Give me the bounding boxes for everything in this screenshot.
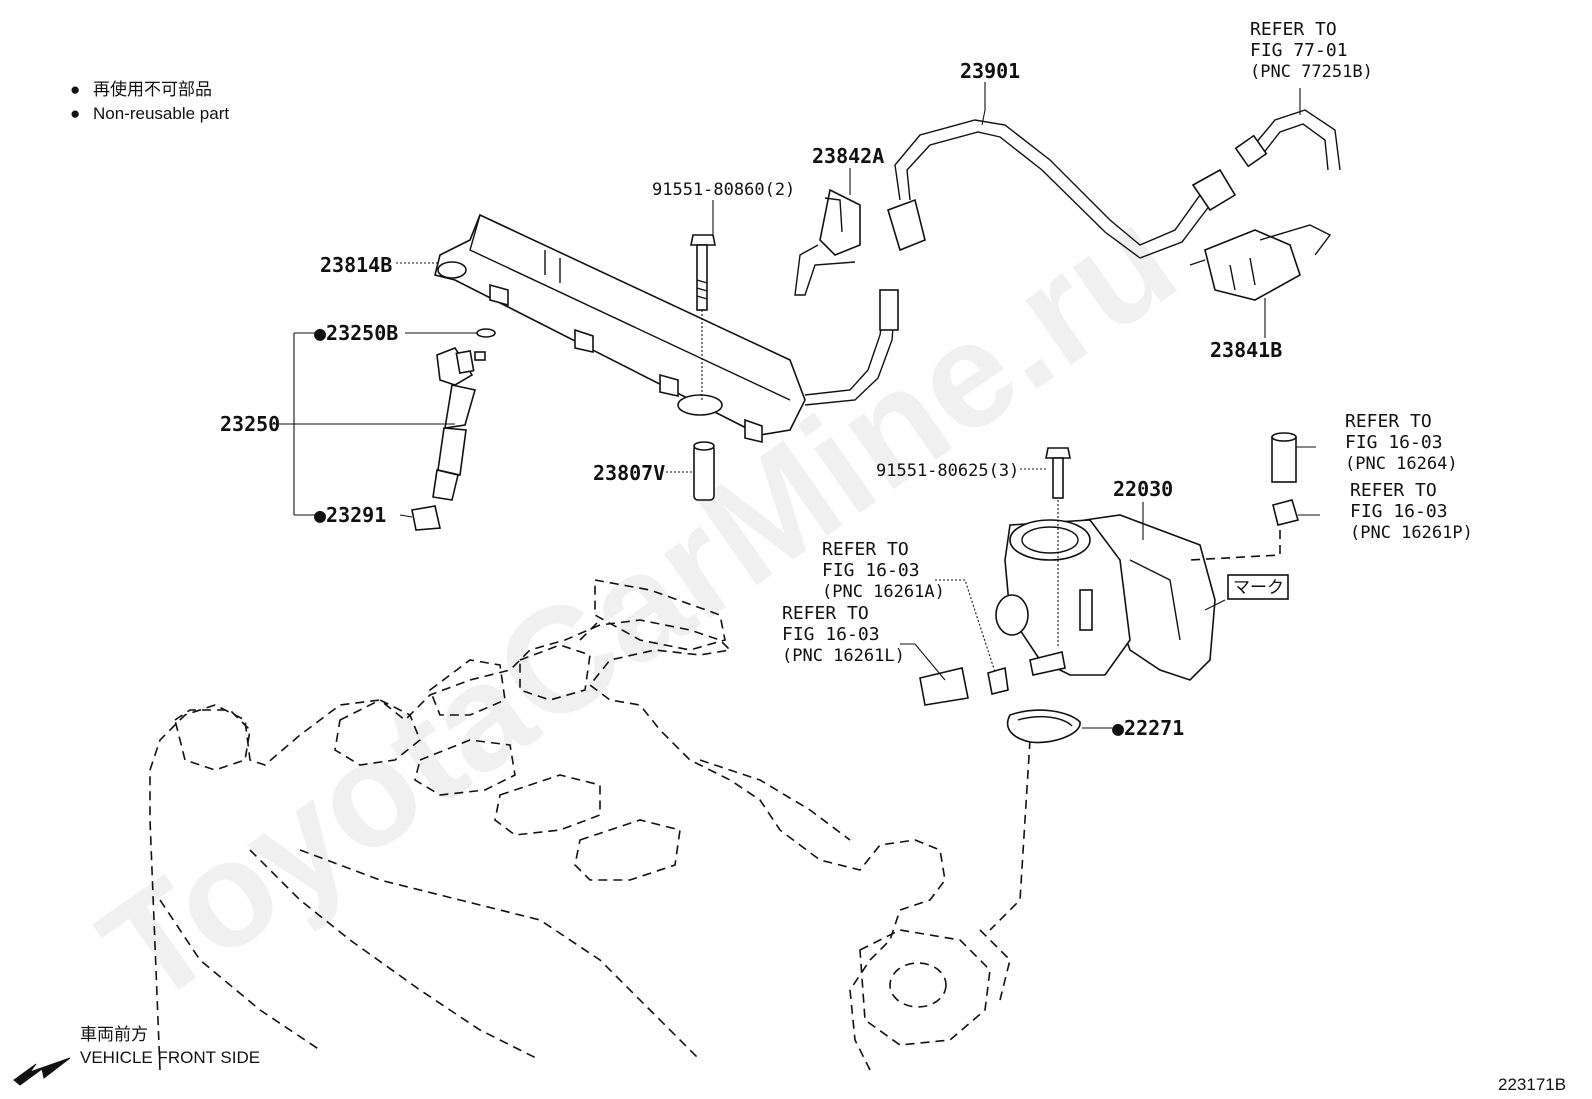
ref-77-line2: FIG 77-01 [1250, 40, 1348, 61]
legend-bullet-en: ● [70, 104, 80, 123]
legend-bullet-jp: ● [70, 80, 80, 99]
mark-box [1227, 574, 1289, 600]
figure-id: 223171B [1498, 1075, 1566, 1094]
ref-16261l-line1: REFER TO [782, 603, 869, 624]
ref-77-line1: REFER TO [1250, 19, 1337, 40]
arrow-left-down-icon [13, 1057, 71, 1086]
ref-16261p-line3: (PNC 16261P) [1350, 523, 1473, 543]
ref-fig-16-03-16261p: REFER TO FIG 16-03 (PNC 16261P) [1350, 480, 1473, 543]
label-bolt-91551-80860: 91551-80860(2) [652, 180, 795, 200]
fuel-hose [887, 109, 1341, 259]
label-23842a: 23842A [812, 144, 884, 168]
front-english: VEHICLE FRONT SIDE [80, 1048, 260, 1067]
clamp-23842a [794, 188, 861, 296]
front-japanese: 車両前方 [80, 1025, 148, 1044]
clip-16261a [987, 666, 1009, 695]
insulator-23291 [411, 505, 441, 531]
label-23250b: ●23250B [314, 321, 398, 345]
leader-lines [270, 82, 1320, 729]
ref-77-line3: (PNC 77251B) [1250, 62, 1373, 82]
ref-16264-line3: (PNC 16264) [1345, 454, 1458, 474]
ref-16261a-line1: REFER TO [822, 539, 909, 560]
label-23250: 23250 [220, 412, 280, 436]
label-22030: 22030 [1113, 477, 1173, 501]
ref-16261l-line3: (PNC 16261L) [782, 646, 905, 666]
hose-16264 [1271, 432, 1297, 483]
ref-fig-77-01: REFER TO FIG 77-01 (PNC 77251B) [1250, 19, 1373, 82]
clamp-23841b [1189, 224, 1332, 301]
ref-16264-line1: REFER TO [1345, 411, 1432, 432]
mark-label: マーク [1233, 578, 1284, 597]
ref-fig-16-03-16261l: REFER TO FIG 16-03 (PNC 16261L) [782, 603, 905, 666]
label-23814b: 23814B [320, 253, 392, 277]
ref-fig-16-03-16264: REFER TO FIG 16-03 (PNC 16264) [1345, 411, 1458, 474]
label-23841b: 23841B [1210, 338, 1282, 362]
label-22271: ●22271 [1112, 716, 1184, 740]
ref-16261a-line3: (PNC 16261A) [822, 582, 945, 602]
gasket-22271 [1006, 709, 1081, 744]
bolt-91551-80625 [1045, 447, 1071, 648]
label-23901: 23901 [960, 59, 1020, 83]
ref-fig-16-03-16261a: REFER TO FIG 16-03 (PNC 16261A) [822, 539, 945, 602]
label-23807v: 23807V [593, 461, 665, 485]
ref-16261p-line1: REFER TO [1350, 480, 1437, 501]
spacer-23807v [693, 441, 715, 501]
bolt-91551-80860 [690, 234, 716, 400]
ref-16261p-line2: FIG 16-03 [1350, 501, 1448, 522]
throttle-body [995, 514, 1216, 681]
vehicle-front-indicator: 車両前方 VEHICLE FRONT SIDE [13, 1025, 260, 1086]
hose-16261l [919, 667, 969, 706]
clip-16261p [1272, 499, 1300, 526]
legend: ● 再使用不可部品 ● Non-reusable part [70, 79, 229, 123]
legend-japanese: 再使用不可部品 [93, 79, 212, 99]
label-bolt-91551-80625: 91551-80625(3) [876, 461, 1019, 481]
ref-16264-line2: FIG 16-03 [1345, 432, 1443, 453]
o-ring-23250b [476, 328, 496, 338]
fuel-delivery-pipe [434, 213, 899, 444]
intake-manifold-outline [149, 579, 1031, 1071]
legend-english: Non-reusable part [93, 104, 229, 123]
fuel-injector [411, 328, 496, 531]
ref-16261l-line2: FIG 16-03 [782, 624, 880, 645]
label-23291: ●23291 [314, 503, 386, 527]
ref-16261a-line2: FIG 16-03 [822, 560, 920, 581]
